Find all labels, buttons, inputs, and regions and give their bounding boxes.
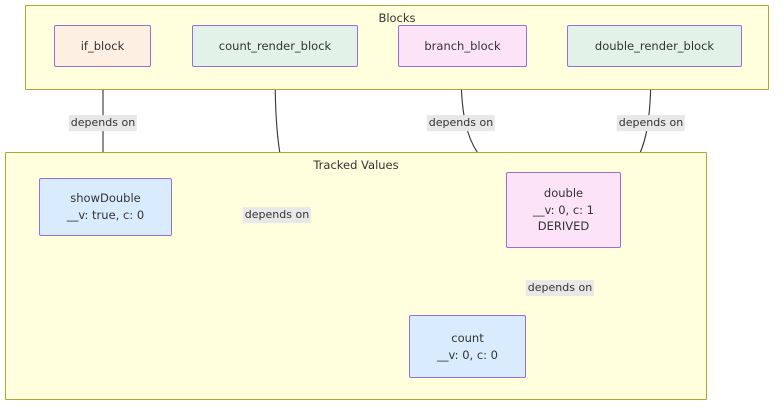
- node-double-line-0: double: [543, 185, 584, 200]
- node-showDouble-line-1: __v: true, c: 0: [66, 208, 145, 222]
- node-branch_block-line-0: branch_block: [424, 38, 501, 53]
- cluster-label-tracked_values: Tracked Values: [313, 158, 399, 172]
- cluster-label-blocks: Blocks: [378, 11, 416, 25]
- node-showDouble-line-0: showDouble: [70, 191, 141, 206]
- edge-count_render_block-count-label: depends on: [242, 207, 312, 223]
- node-count-line-0: count: [451, 330, 484, 345]
- node-count_render_block-line-0: count_render_block: [218, 38, 332, 53]
- node-count-line-1: __v: 0, c: 0: [436, 347, 498, 362]
- edge-double-count-label: depends on: [525, 280, 595, 296]
- node-if_block[interactable]: if_block: [54, 25, 151, 67]
- node-double_render_block[interactable]: double_render_block: [567, 25, 742, 67]
- edge-double_render_block-double-label: depends on: [616, 115, 686, 131]
- node-double_render_block-line-0: double_render_block: [594, 38, 715, 53]
- edge-branch_block-double-label: depends on: [426, 115, 496, 131]
- node-count[interactable]: count __v: 0, c: 0: [409, 315, 526, 378]
- edge-if_block-showDouble-label: depends on: [68, 115, 138, 131]
- node-showDouble[interactable]: showDouble __v: true, c: 0: [39, 178, 172, 236]
- node-count_render_block[interactable]: count_render_block: [192, 25, 358, 67]
- node-double-line-1: __v: 0, c: 1: [532, 202, 594, 217]
- node-double[interactable]: double __v: 0, c: 1 DERIVED: [506, 172, 621, 248]
- node-branch_block[interactable]: branch_block: [398, 25, 527, 67]
- node-if_block-line-0: if_block: [80, 38, 125, 53]
- node-double-line-2: DERIVED: [537, 219, 590, 234]
